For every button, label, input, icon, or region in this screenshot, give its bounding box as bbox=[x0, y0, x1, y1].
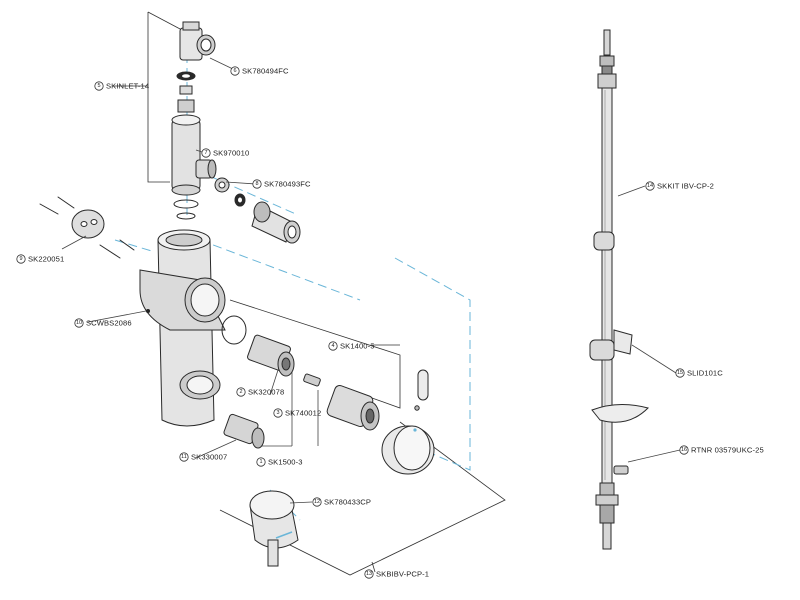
callout-10-number: 10 bbox=[76, 320, 82, 326]
flow-cartridge bbox=[223, 413, 265, 449]
cover-plate-screws bbox=[39, 196, 135, 259]
callout-6-code: SK780494FC bbox=[242, 67, 289, 76]
callout-6: 6 SK780494FC bbox=[230, 66, 289, 76]
temperature-handle bbox=[381, 425, 435, 475]
callout-3-code: SK740012 bbox=[285, 409, 321, 418]
thermostatic-cartridge bbox=[247, 334, 295, 377]
inlet-check-valve-body bbox=[171, 114, 217, 196]
callout-6-number: 6 bbox=[233, 68, 236, 74]
callout-14-code: SKKIT IBV-CP-2 bbox=[657, 182, 714, 191]
spindle-adapter bbox=[303, 373, 321, 387]
callout-5-code: SKINLET-14 bbox=[106, 82, 149, 91]
rail-bottom-fitting bbox=[595, 482, 619, 550]
callout-13: 13 SKBIBV-PCP-1 bbox=[364, 569, 429, 579]
callout-5-number: 5 bbox=[97, 83, 100, 89]
callout-15-number: 15 bbox=[677, 370, 683, 376]
inlet-fitting-top bbox=[179, 21, 216, 61]
callout-7-number: 7 bbox=[204, 150, 207, 156]
inlet-assembly-bracket bbox=[112, 11, 183, 183]
main-valve-body bbox=[139, 229, 226, 427]
callout-9: 9 SK220051 bbox=[16, 254, 64, 264]
callout-5: 5 SKINLET-14 bbox=[94, 81, 149, 91]
flow-handle bbox=[249, 490, 299, 567]
callout-7-code: SK970010 bbox=[213, 149, 249, 158]
soap-dish bbox=[591, 404, 649, 423]
callout-9-code: SK220051 bbox=[28, 255, 64, 264]
sliding-handset-holder bbox=[589, 329, 633, 361]
callout-7: 7 SK970010 bbox=[201, 148, 249, 158]
cartridge-o-ring bbox=[221, 315, 247, 345]
callout-8-number: 8 bbox=[255, 181, 258, 187]
callout-2: 2 SK320078 bbox=[236, 387, 284, 397]
callout-9-number: 9 bbox=[19, 256, 22, 262]
callout-8: 8 SK780493FC bbox=[252, 179, 311, 189]
callout-11-number: 11 bbox=[181, 454, 187, 460]
callout-3: 3 SK740012 bbox=[273, 408, 321, 418]
callout-10-code: SCWBS2086 bbox=[86, 319, 132, 328]
callout-14: 14 SKKIT IBV-CP-2 bbox=[645, 181, 714, 191]
handle-lever-pin bbox=[414, 369, 429, 411]
body-leader-lines bbox=[260, 368, 319, 447]
callout-leaders bbox=[61, 57, 681, 504]
callout-12-number: 12 bbox=[314, 499, 320, 505]
callout-1-number: 1 bbox=[259, 459, 262, 465]
callout-11: 11 SK330007 bbox=[179, 452, 227, 462]
callout-16-number: 16 bbox=[681, 447, 687, 453]
callout-8-code: SK780493FC bbox=[264, 180, 311, 189]
callout-14-number: 14 bbox=[647, 183, 653, 189]
callout-3-number: 3 bbox=[276, 410, 279, 416]
callout-13-number: 13 bbox=[366, 571, 372, 577]
control-cartridge bbox=[326, 385, 380, 431]
callout-15: 15 SLID101C bbox=[675, 368, 723, 378]
side-inlet-washer bbox=[234, 193, 246, 207]
side-inlet-fitting bbox=[251, 201, 301, 244]
callout-2-code: SK320078 bbox=[248, 388, 284, 397]
cover-plate bbox=[71, 209, 105, 239]
callout-2-number: 2 bbox=[239, 389, 242, 395]
callout-16-code: RTNR 03579UKC-25 bbox=[691, 446, 764, 455]
rail-retainer bbox=[613, 465, 629, 475]
callout-4-number: 4 bbox=[331, 343, 334, 349]
side-inlet-nut bbox=[214, 177, 230, 193]
rail-clamp-top bbox=[593, 231, 615, 251]
inlet-washer-stack bbox=[176, 71, 196, 113]
callout-1: 1 SK1500-3 bbox=[256, 457, 303, 467]
o-ring-under-inlet bbox=[173, 199, 199, 220]
callout-15-code: SLID101C bbox=[687, 369, 723, 378]
callout-1-code: SK1500-3 bbox=[268, 458, 303, 467]
body-screw-dot bbox=[146, 309, 150, 313]
callout-16: 16 RTNR 03579UKC-25 bbox=[679, 445, 764, 455]
callout-12-code: SK780433CP bbox=[324, 498, 371, 507]
callout-4-code: SK1400-5 bbox=[340, 342, 375, 351]
callout-13-code: SKBIBV-PCP-1 bbox=[376, 570, 429, 579]
callout-10: 10 SCWBS2086 bbox=[74, 318, 132, 328]
callout-4: 4 SK1400-5 bbox=[328, 341, 375, 351]
callout-11-code: SK330007 bbox=[191, 453, 227, 462]
callout-12: 12 SK780433CP bbox=[312, 497, 371, 507]
cartridge-assembly-bracket bbox=[229, 299, 401, 409]
